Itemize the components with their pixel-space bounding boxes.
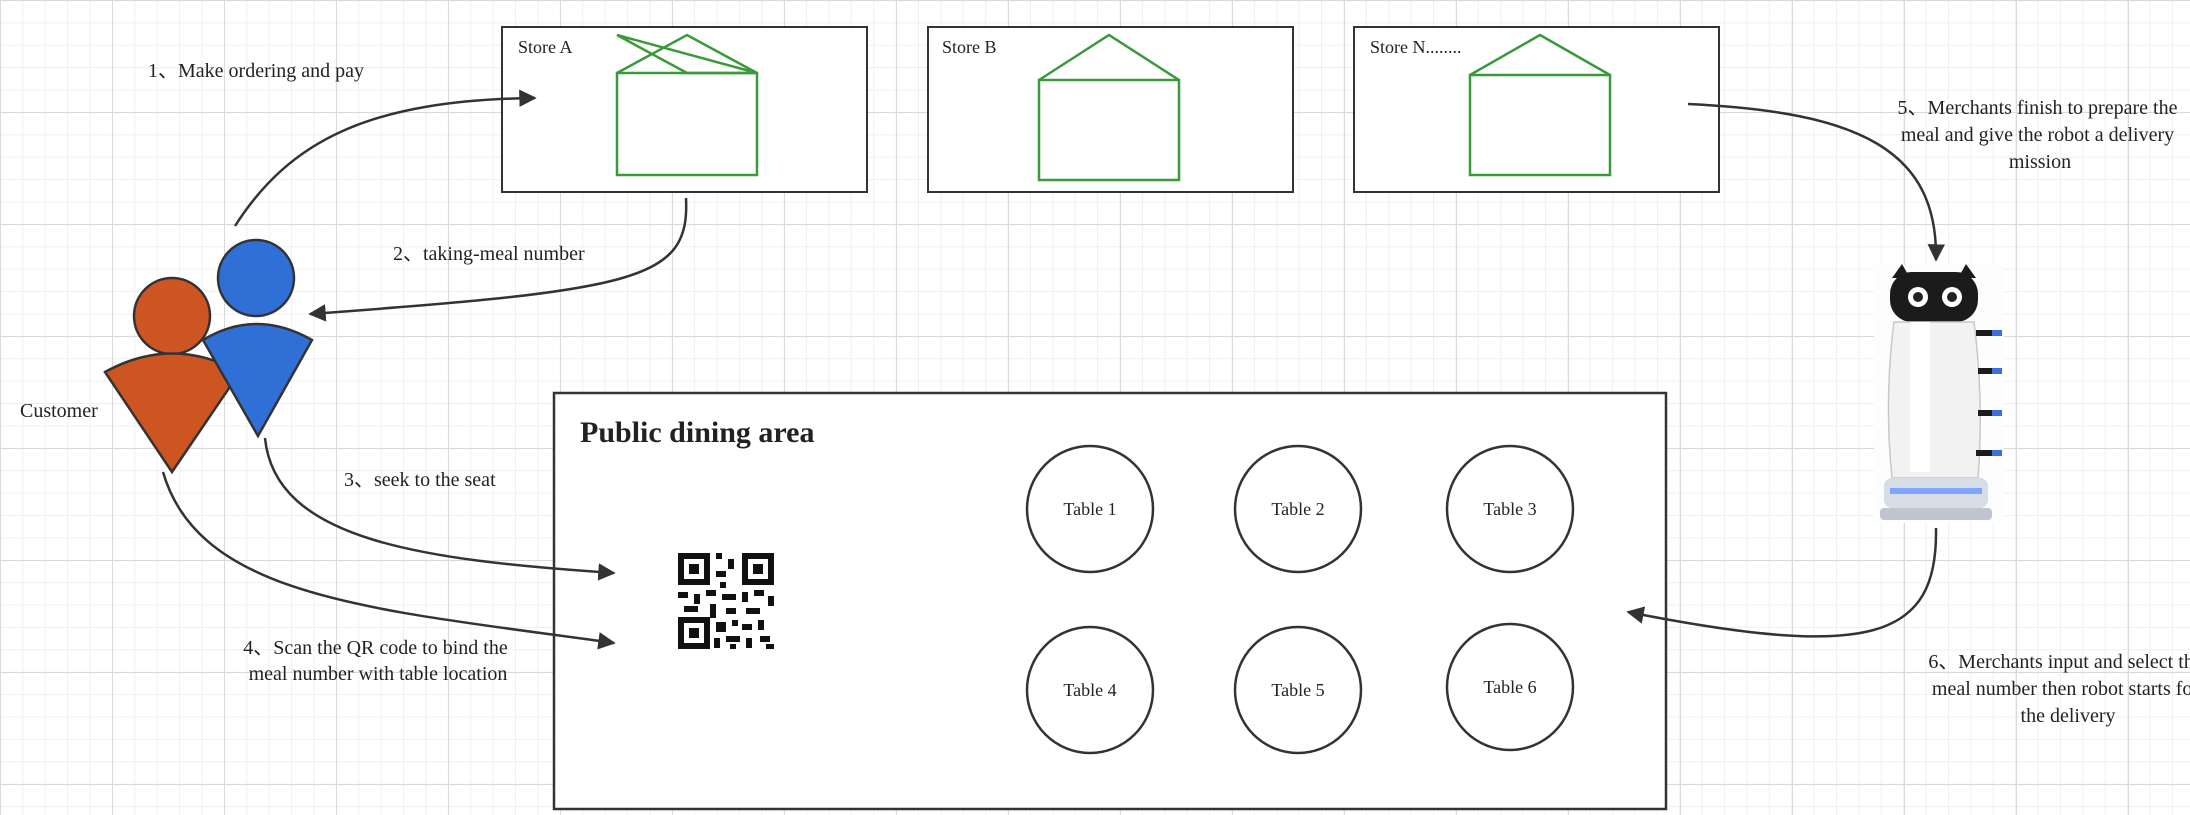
step-5-label: 5、Merchants finish to prepare the meal a… [1898, 97, 2183, 173]
delivery-robot-icon [1874, 264, 2004, 523]
store-n: Store N........ [1354, 27, 1719, 192]
arrow-step-6 [1628, 528, 1936, 636]
table-6-label: Table 6 [1483, 677, 1536, 697]
dining-area: Public dining area Table 1 [554, 393, 1666, 809]
table-5-label: Table 5 [1271, 680, 1324, 700]
table-4: Table 4 [1027, 627, 1153, 753]
table-4-label: Table 4 [1063, 680, 1116, 700]
step-1-line-1: 1、Make ordering and pay [148, 60, 364, 82]
arrow-step-4 [163, 472, 614, 643]
step-6-label: 6、Merchants input and select the meal nu… [1928, 651, 2190, 727]
step-2-label: 2、taking-meal number [393, 243, 585, 265]
step-6-line-3: the delivery [2021, 705, 2116, 727]
step-3-line-1: 3、seek to the seat [344, 469, 496, 491]
step-4-label: 4、Scan the QR code to bind the meal numb… [243, 637, 512, 685]
arrow-step-1 [235, 98, 535, 226]
table-1: Table 1 [1027, 446, 1153, 572]
customer-blue-icon [203, 240, 312, 436]
step-4-line-1: 4、Scan the QR code to bind the [243, 637, 508, 659]
table-5: Table 5 [1235, 627, 1361, 753]
customer-orange-icon [105, 278, 240, 472]
step-2-line-1: 2、taking-meal number [393, 243, 585, 265]
store-n-label: Store N........ [1370, 37, 1462, 57]
step-6-line-2: meal number then robot starts for [1932, 678, 2190, 700]
store-b: Store B [928, 27, 1293, 192]
store-a-label: Store A [518, 37, 573, 57]
dining-area-title: Public dining area [580, 416, 815, 449]
step-3-label: 3、seek to the seat [344, 469, 496, 491]
customer-figure: Customer [20, 240, 312, 472]
table-6: Table 6 [1447, 624, 1573, 750]
arrow-step-5 [1688, 104, 1936, 260]
customer-label: Customer [20, 400, 98, 422]
table-3-label: Table 3 [1483, 499, 1536, 519]
step-5-line-1: 5、Merchants finish to prepare the [1898, 97, 2178, 119]
store-b-label: Store B [942, 37, 997, 57]
step-1-label: 1、Make ordering and pay [148, 60, 364, 82]
step-5-line-3: mission [2009, 151, 2071, 173]
store-a: Store A [502, 27, 867, 192]
table-1-label: Table 1 [1063, 499, 1116, 519]
step-6-line-1: 6、Merchants input and select the [1928, 651, 2190, 673]
step-4-line-2: meal number with table location [249, 663, 508, 685]
step-5-line-2: meal and give the robot a delivery [1901, 124, 2174, 146]
table-2: Table 2 [1235, 446, 1361, 572]
table-3: Table 3 [1447, 446, 1573, 572]
table-2-label: Table 2 [1271, 499, 1324, 519]
